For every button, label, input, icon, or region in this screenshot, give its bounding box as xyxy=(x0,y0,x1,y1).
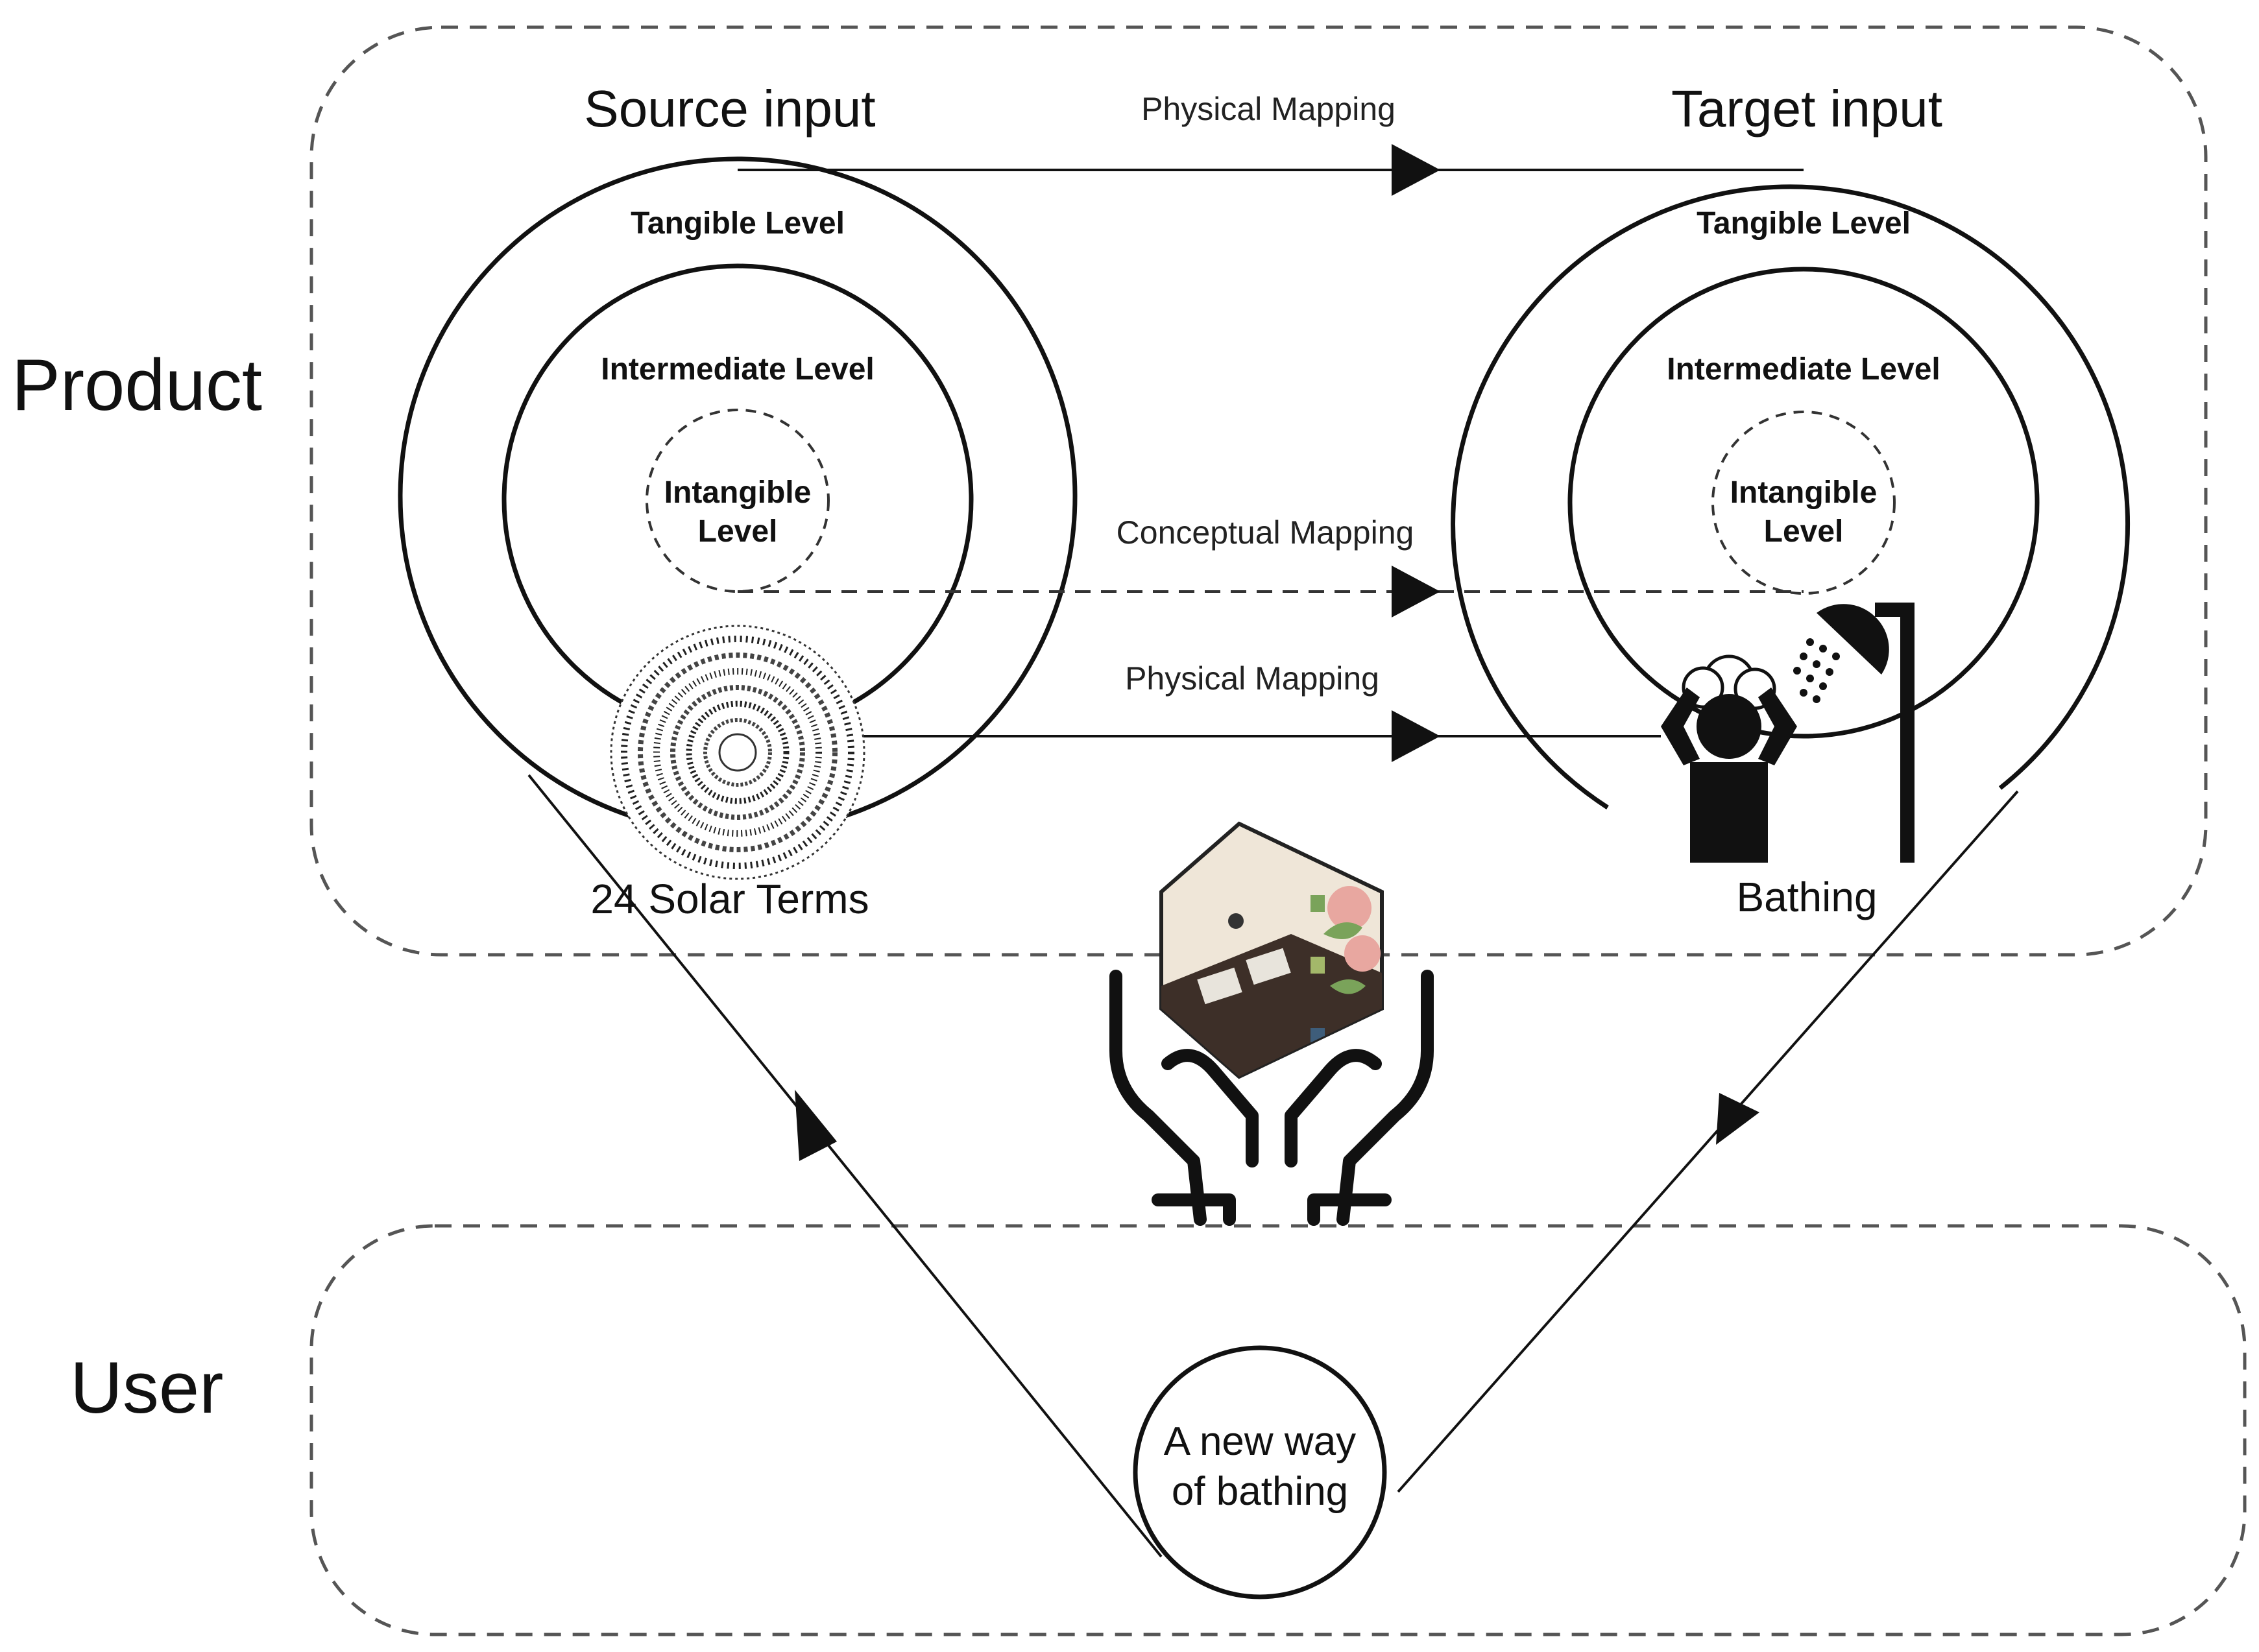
physical-mapping-bottom-arrowhead xyxy=(1392,710,1440,762)
solar-terms-label: 24 Solar Terms xyxy=(590,876,869,922)
target-intangible-circle xyxy=(1711,411,1896,595)
source-intangible-label-line1: Intangible xyxy=(664,475,812,510)
physical-mapping-top-label: Physical Mapping xyxy=(1141,91,1395,127)
physical-mapping-top-arrowhead xyxy=(1392,144,1440,196)
product-zone-label: Product xyxy=(12,344,262,425)
user-node-circle xyxy=(1133,1345,1387,1599)
user-to-source-arrowhead xyxy=(795,1090,837,1161)
target-tangible-label: Tangible Level xyxy=(1697,206,1911,241)
conceptual-mapping-arrowhead xyxy=(1392,566,1440,617)
solar-terms-wheel-icon xyxy=(610,625,865,880)
source-intermediate-label: Intermediate Level xyxy=(601,352,875,387)
bathing-person-icon xyxy=(1661,654,1797,863)
target-intermediate-label: Intermediate Level xyxy=(1667,352,1940,387)
source-intangible-label-line2: Level xyxy=(698,514,778,549)
target-intangible-label-line1: Intangible xyxy=(1730,475,1878,510)
bathing-label: Bathing xyxy=(1736,874,1877,920)
target-to-user-line xyxy=(1397,790,2019,1493)
target-input-title: Target input xyxy=(1671,80,1942,138)
shower-head-icon xyxy=(1793,603,1915,863)
source-tangible-label: Tangible Level xyxy=(631,206,845,241)
target-intermediate-circle xyxy=(1567,267,2040,739)
user-node-line1: A new way xyxy=(1164,1419,1356,1464)
product-zone-box xyxy=(309,25,2208,957)
target-to-user-arrowhead xyxy=(1716,1093,1759,1145)
conceptual-mapping-label: Conceptual Mapping xyxy=(1117,514,1414,551)
user-zone-label: User xyxy=(70,1347,223,1428)
hands-holding-product-icon xyxy=(1109,970,1434,1226)
source-intangible-circle xyxy=(646,409,830,593)
target-tangible-arc xyxy=(1451,184,2131,809)
physical-mapping-bottom-label: Physical Mapping xyxy=(1125,660,1379,697)
user-to-source-line xyxy=(527,774,1163,1558)
hexagon-product-icon xyxy=(1159,821,1384,1079)
target-intangible-label-line2: Level xyxy=(1764,514,1844,549)
user-node-line2: of bathing xyxy=(1172,1469,1348,1514)
source-input-title: Source input xyxy=(584,80,875,138)
user-zone-box xyxy=(309,1224,2247,1636)
